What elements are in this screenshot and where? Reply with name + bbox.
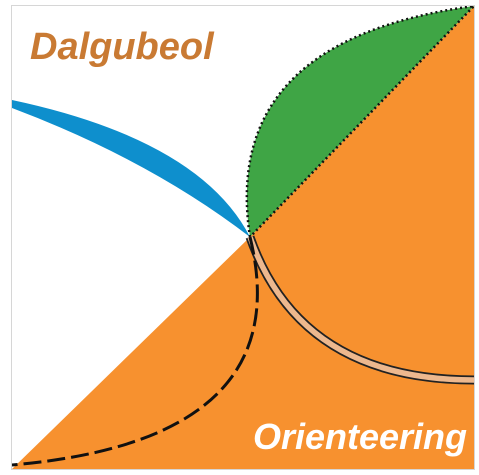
tan-arc-inner (247, 236, 475, 383)
logo-title-dalgubeol: Dalgubeol (30, 26, 214, 68)
blue-leaf-shape (12, 100, 250, 237)
orange-shape (12, 6, 474, 469)
logo-subtitle-orienteering: Orienteering (252, 416, 467, 457)
dotted-outline (245, 4, 478, 238)
dashed-arc (11, 236, 259, 467)
logo-border (11, 5, 475, 470)
